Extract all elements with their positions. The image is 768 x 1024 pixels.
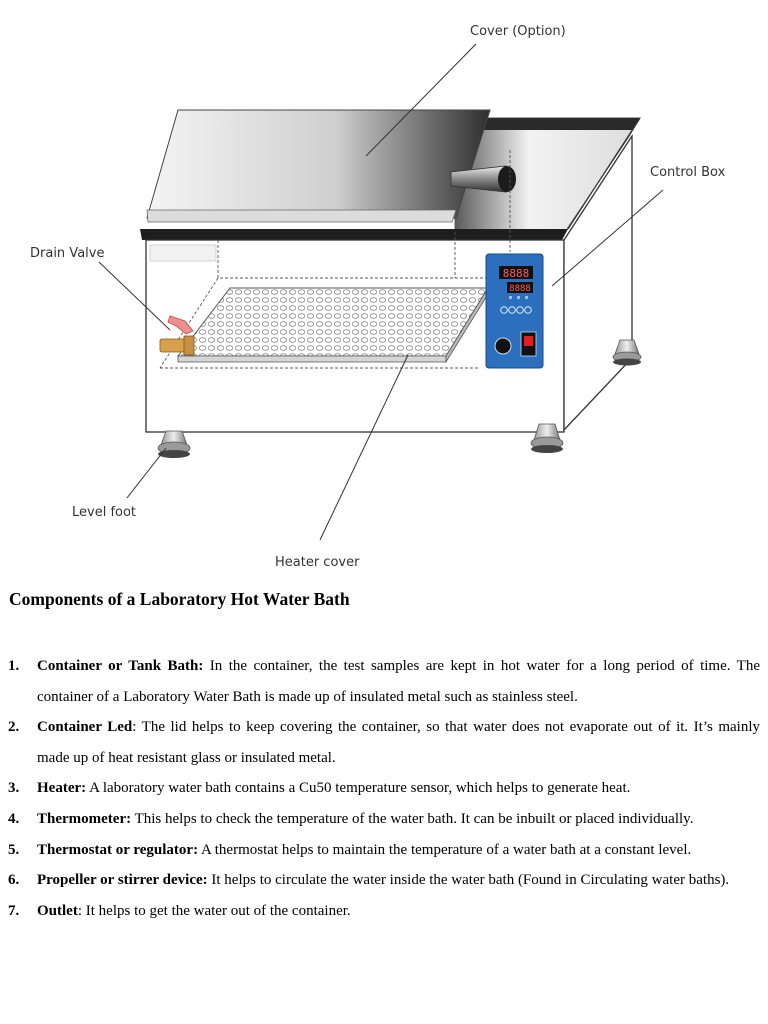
cover-lid — [146, 109, 491, 219]
item-description: A laboratory water bath contains a Cu50 … — [86, 780, 631, 797]
component-item: 6. Propeller or stirrer device: It helps … — [8, 865, 760, 896]
component-item: 7. Outlet: It helps to get the water out … — [8, 896, 760, 927]
level-foot-rear-right — [612, 339, 642, 366]
control-knob — [494, 337, 512, 355]
component-item: 2. Container Led: The lid helps to keep c… — [8, 712, 760, 773]
control-box: 8888 8888 — [485, 253, 544, 369]
item-term: Container Led — [37, 719, 133, 736]
component-item: 3. Heater: A laboratory water bath contai… — [8, 773, 760, 804]
heater-cover-tray — [176, 286, 489, 364]
level-foot-front-right — [530, 423, 564, 453]
item-term: Container or Tank Bath: — [37, 658, 204, 674]
component-item: 4. Thermometer: This helps to check the t… — [8, 804, 760, 835]
item-number: 4. — [8, 810, 20, 827]
components-list: 1. Container or Tank Bath: In the contain… — [8, 651, 760, 926]
item-term: Thermostat or regulator: — [37, 841, 199, 858]
display-top-readout: 8888 — [503, 267, 530, 280]
inner-tank — [159, 150, 511, 369]
component-item: 1. Container or Tank Bath: In the contain… — [8, 651, 760, 712]
label-control-box: Control Box — [650, 165, 726, 180]
item-description: In the container, the test samples are k… — [37, 658, 761, 705]
item-number: 3. — [8, 780, 20, 797]
water-bath-diagram: 8888 8888 Cover (Option) Cont — [30, 24, 726, 570]
item-description: : It helps to get the water out of the c… — [77, 902, 351, 919]
label-cover: Cover (Option) — [470, 24, 566, 39]
item-term: Propeller or stirrer device: — [37, 872, 208, 889]
item-number: 7. — [8, 902, 20, 919]
item-term: Heater: — [37, 780, 87, 797]
label-heater-cover: Heater cover — [275, 555, 360, 570]
item-description: A thermostat helps to maintain the tempe… — [198, 841, 692, 858]
cover-front-edge — [146, 209, 457, 223]
callout-lines — [98, 43, 664, 541]
item-number: 1. — [8, 658, 20, 674]
item-term: Outlet — [37, 902, 78, 919]
display-bottom-readout: 8888 — [509, 284, 531, 294]
top-edge — [455, 118, 640, 130]
lid-handle — [450, 165, 516, 193]
item-description: : The lid helps to keep covering the con… — [37, 719, 761, 766]
item-number: 6. — [8, 872, 20, 889]
level-foot-front-left — [157, 430, 191, 458]
item-number: 5. — [8, 841, 20, 858]
item-term: Thermometer: — [37, 810, 132, 827]
tank-rim — [140, 229, 568, 240]
section-heading: Components of a Laboratory Hot Water Bat… — [9, 589, 350, 609]
label-level-foot: Level foot — [72, 505, 136, 520]
item-description: This helps to check the temperature of t… — [131, 810, 694, 827]
component-item: 5. Thermostat or regulator: A thermostat … — [8, 835, 760, 866]
drain-valve — [159, 315, 195, 356]
item-number: 2. — [8, 719, 20, 736]
label-drain-valve: Drain Valve — [30, 246, 104, 261]
item-description: It helps to circulate the water inside t… — [207, 872, 730, 889]
